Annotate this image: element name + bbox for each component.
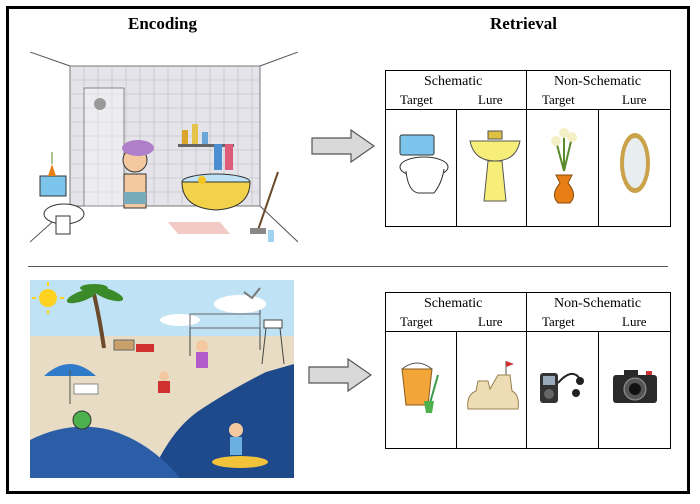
group-divider bbox=[526, 71, 527, 226]
section-divider bbox=[28, 266, 668, 267]
schematic-label: Schematic bbox=[424, 296, 483, 311]
column-label: Target bbox=[542, 92, 575, 107]
schematic-label: Schematic bbox=[424, 74, 483, 89]
bathroom-scene bbox=[30, 52, 298, 254]
column-label: Lure bbox=[622, 314, 647, 329]
arrow-right-icon bbox=[308, 358, 372, 392]
toilet-icon bbox=[399, 134, 449, 194]
cell-divider bbox=[456, 332, 457, 448]
non-schematic-label: Non-Schematic bbox=[554, 74, 642, 89]
bucket-shovel-icon bbox=[401, 362, 439, 413]
retrieval-panel-bathroom: Schematic Non-Schematic Target Lure Targ… bbox=[385, 70, 671, 227]
cell-divider bbox=[598, 332, 599, 448]
mirror-icon bbox=[620, 133, 650, 193]
cell-divider bbox=[598, 110, 599, 226]
group-divider bbox=[526, 293, 527, 448]
sandcastle-icon bbox=[467, 361, 519, 410]
column-label: Lure bbox=[478, 314, 503, 329]
encoding-heading: Encoding bbox=[128, 14, 197, 33]
retrieval-heading: Retrieval bbox=[490, 14, 558, 33]
camera-icon bbox=[613, 370, 657, 403]
column-label: Target bbox=[400, 314, 433, 329]
panel-header bbox=[386, 71, 670, 110]
bathroom-illustration bbox=[30, 52, 298, 254]
beach-scene bbox=[30, 280, 294, 478]
retrieval-panel-beach: Schematic Non-Schematic Target Lure Targ… bbox=[385, 292, 671, 449]
panel-header bbox=[386, 293, 670, 332]
column-label: Target bbox=[400, 92, 433, 107]
column-label: Lure bbox=[622, 92, 647, 107]
sink-icon bbox=[469, 130, 521, 202]
flower-vase-icon bbox=[551, 128, 577, 204]
column-label: Target bbox=[542, 314, 575, 329]
arrow-right-icon bbox=[311, 129, 375, 163]
cell-divider bbox=[456, 110, 457, 226]
beach-illustration bbox=[30, 280, 294, 478]
figure-frame bbox=[6, 6, 690, 494]
non-schematic-label: Non-Schematic bbox=[554, 296, 642, 311]
column-label: Lure bbox=[478, 92, 503, 107]
mp3-player-icon bbox=[540, 372, 584, 403]
